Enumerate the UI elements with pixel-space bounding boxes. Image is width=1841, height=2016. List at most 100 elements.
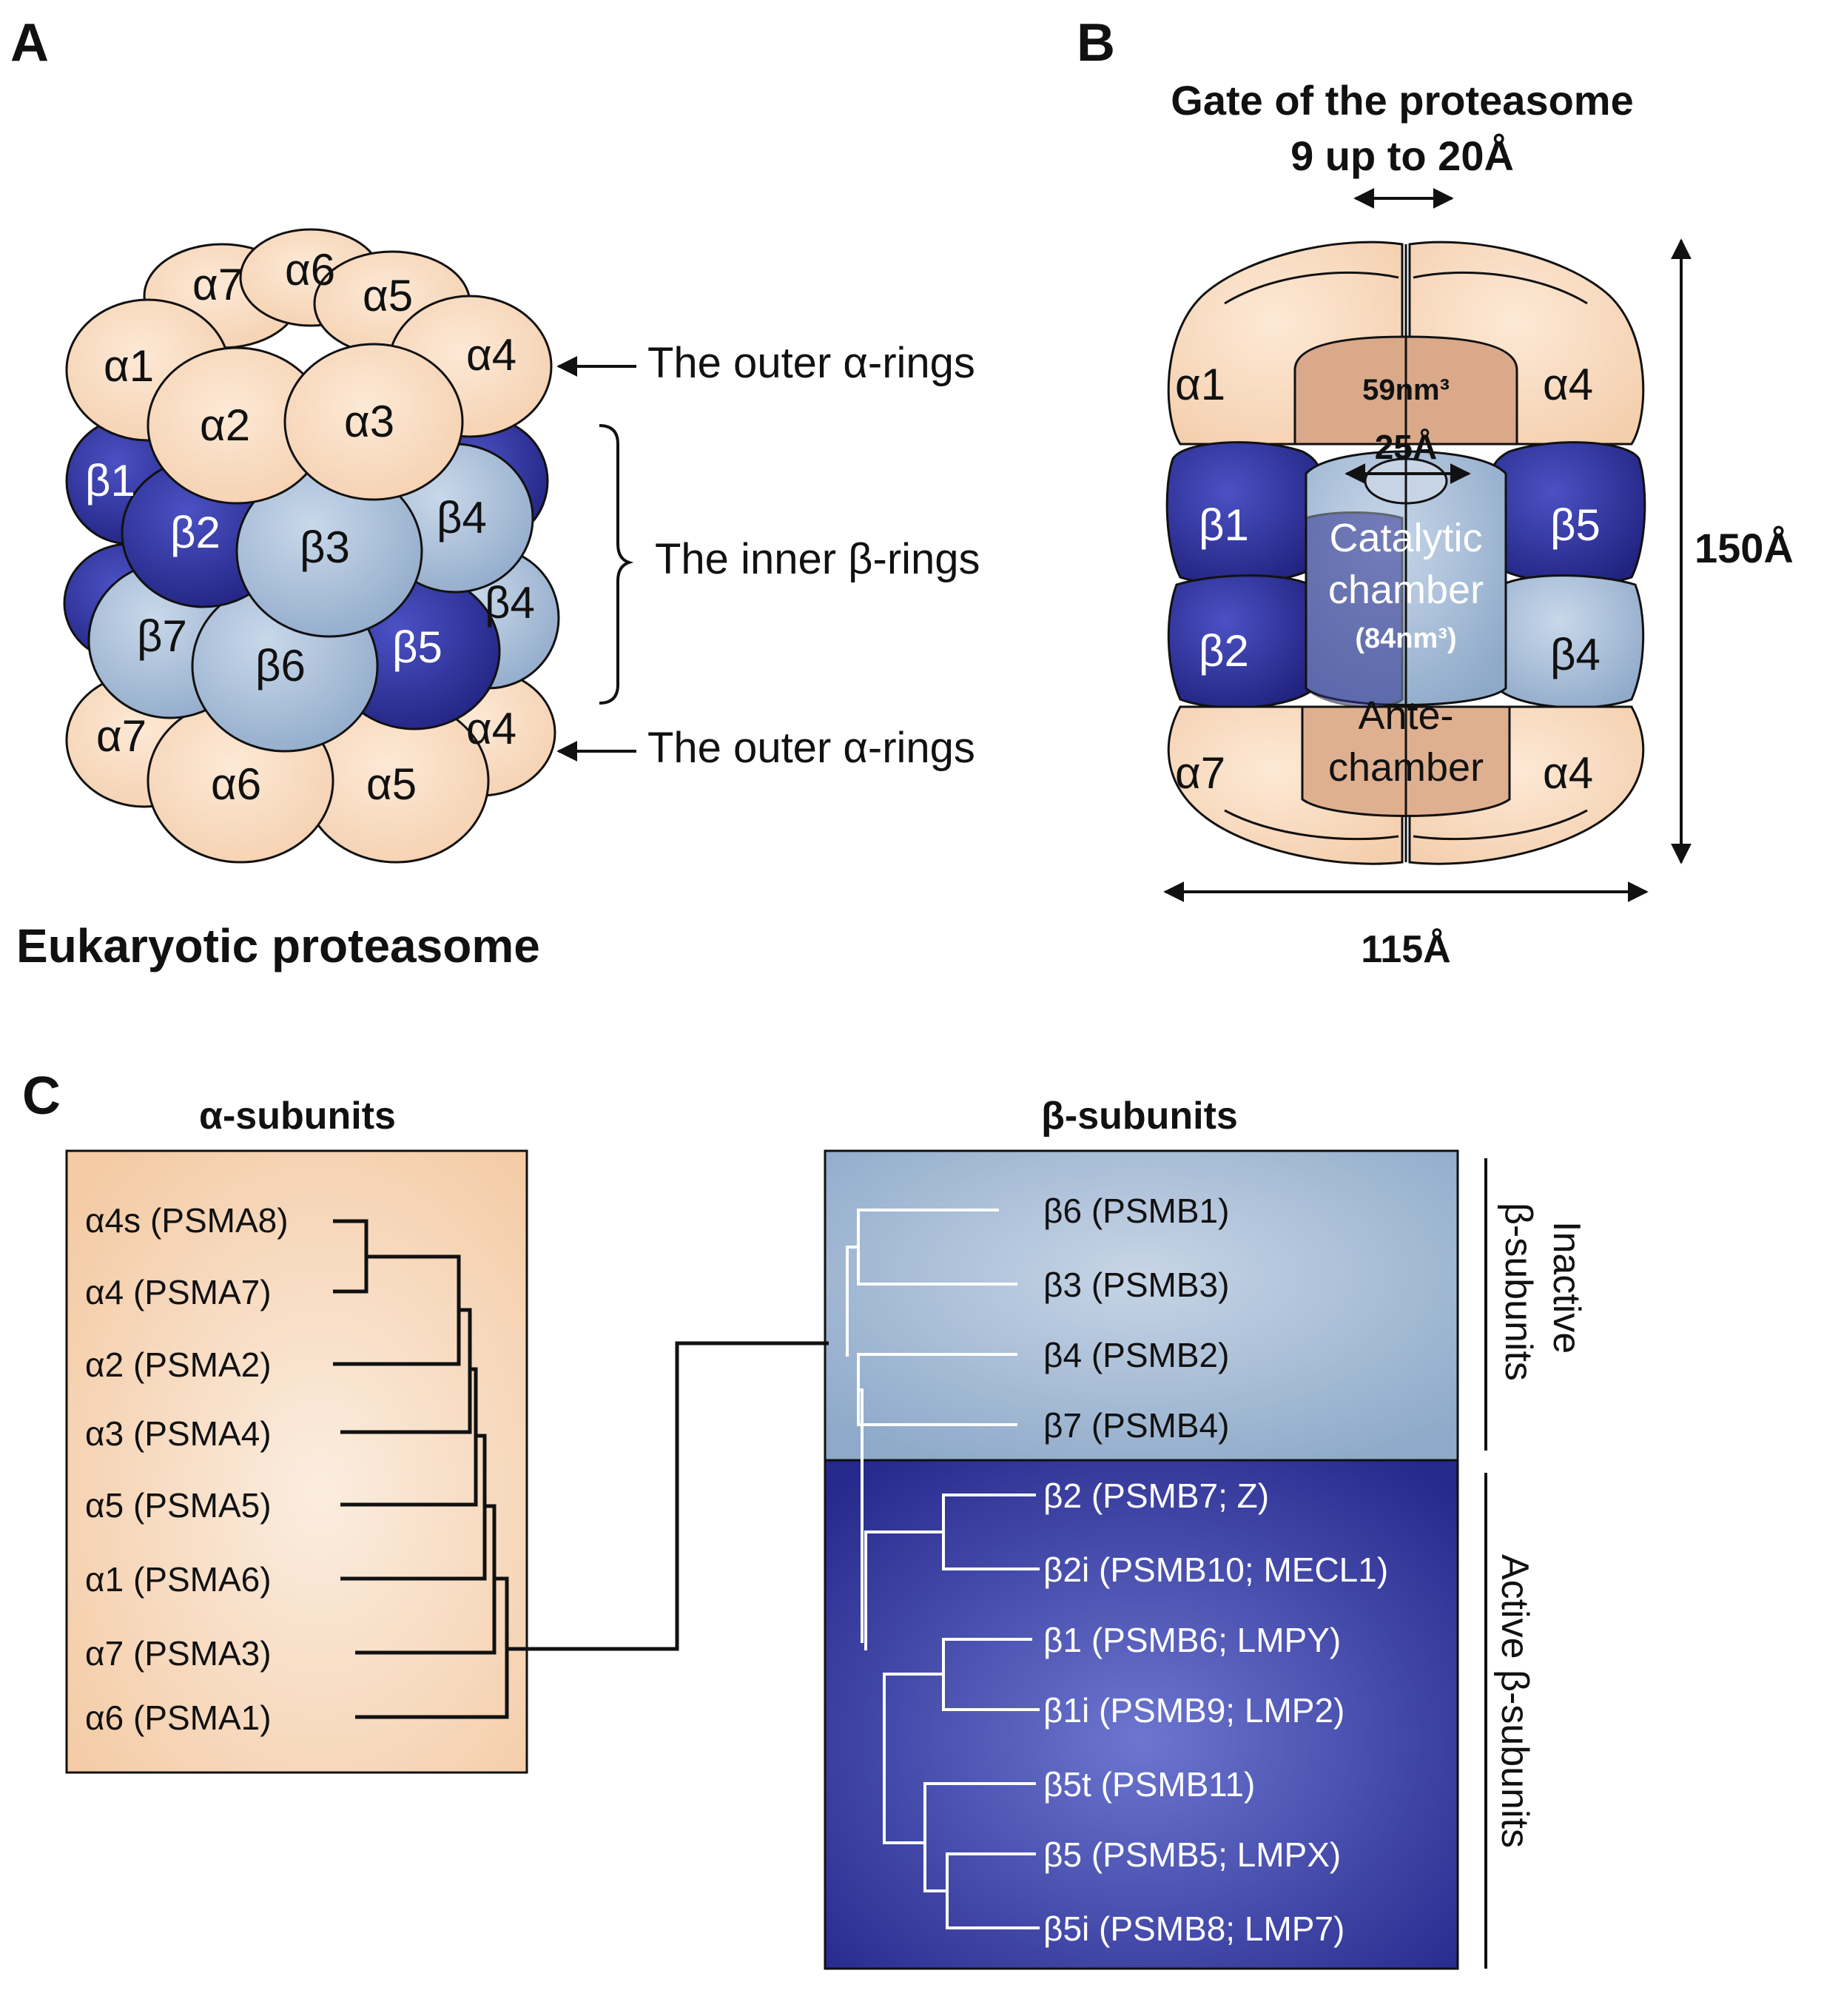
b-antechamber-volume: 59nm³: [1362, 374, 1450, 406]
beta-subunits-title: β-subunits: [1041, 1095, 1238, 1138]
b-catalytic-shade: [1305, 511, 1404, 708]
b-antechamber-line2: chamber: [1328, 745, 1484, 790]
alpha-item-7: α7 (PSMA3): [85, 1634, 272, 1673]
caption-eukaryotic-proteasome: Eukaryotic proteasome: [16, 919, 540, 972]
beta-active-item-4: β1i (PSMB9; LMP2): [1043, 1691, 1344, 1730]
label-alpha4-top: α4: [466, 330, 516, 380]
beta-active-item-7: β5i (PSMB8; LMP7): [1043, 1909, 1344, 1948]
panel-c: C α-subunits β-subunits: [22, 1066, 1588, 1970]
beta-active-item-1: β2 (PSMB7; Z): [1043, 1476, 1269, 1515]
b-label-alpha4-top: α4: [1543, 360, 1593, 409]
beta-inactive-dendrogram: [846, 1209, 1017, 1643]
label-beta2: β2: [170, 508, 221, 557]
b-beta-rings: [1165, 441, 1646, 710]
b-catalytic-volume: (84nm³): [1355, 623, 1456, 654]
panel-c-letter: C: [22, 1066, 61, 1126]
inactive-label-line2: β-subunits: [1497, 1203, 1540, 1381]
label-alpha2-top: α2: [200, 400, 250, 450]
beta-active-item-6: β5 (PSMB5; LMPX): [1043, 1835, 1341, 1874]
alpha-item-1: α4s (PSMA8): [85, 1201, 289, 1240]
b-label-alpha4-bottom: α4: [1543, 748, 1593, 798]
label-inner-rings: The inner β-rings: [655, 535, 980, 583]
label-alpha7-top: α7: [192, 260, 243, 309]
bracket-inner-rings: [599, 424, 634, 705]
panel-b-letter: B: [1077, 13, 1115, 73]
beta-inactive-item-4: β7 (PSMB4): [1043, 1406, 1229, 1445]
b-alpha-top: [1167, 241, 1645, 446]
b-label-beta5: β5: [1550, 500, 1601, 550]
b-label-alpha1: α1: [1175, 360, 1225, 409]
panel-a: A: [10, 13, 980, 972]
inactive-label-line1: Inactive: [1545, 1221, 1588, 1354]
beta-branch-inactive-root: [846, 1246, 858, 1357]
active-label: Active β-subunits: [1493, 1554, 1536, 1848]
subunit-alpha3-top: [283, 343, 464, 501]
alpha-subunits-box: [65, 1149, 528, 1774]
b-label-beta4: β4: [1550, 630, 1601, 679]
beta-branch-join: [858, 1388, 864, 1643]
gate-title: Gate of the proteasome: [1171, 77, 1633, 124]
b-label-alpha7: α7: [1175, 748, 1225, 798]
b-label-beta1: β1: [1199, 500, 1249, 550]
b-alpha-bottom-fold-left: [1224, 809, 1399, 841]
beta-branch-b5-root: [923, 1850, 947, 1892]
alpha-dendrogram: [333, 1219, 829, 1719]
label-outer-rings-bottom: The outer α-rings: [647, 724, 975, 772]
alpha-ring-top: [65, 228, 553, 505]
b-width-label: 115Å: [1361, 928, 1450, 971]
label-alpha4-bottom: α4: [466, 704, 516, 753]
beta-branch-b2-root: [864, 1531, 943, 1650]
b-height-label: 150Å: [1694, 525, 1794, 571]
beta-inactive-item-3: β4 (PSMB2): [1043, 1336, 1229, 1374]
beta-inactive-item-2: β3 (PSMB3): [1043, 1266, 1229, 1304]
alpha-item-6: α1 (PSMA6): [85, 1560, 272, 1599]
alpha-item-5: α5 (PSMA5): [85, 1486, 272, 1525]
beta-inactive-labels: β6 (PSMB1) β3 (PSMB3) β4 (PSMB2) β7 (PSM…: [1043, 1192, 1229, 1445]
label-alpha6-bottom: α6: [211, 759, 261, 809]
beta-inactive-item-1: β6 (PSMB1): [1043, 1192, 1229, 1230]
b-alpha-bottom: [1167, 705, 1645, 865]
b-alpha-top-fold-right: [1413, 271, 1588, 305]
b-alpha-top-fold-left: [1224, 271, 1399, 305]
inactive-beta-box: [824, 1149, 1459, 1462]
b-label-beta2: β2: [1199, 626, 1249, 676]
beta-active-item-3: β1 (PSMB6; LMPY): [1043, 1621, 1341, 1659]
label-alpha5-top: α5: [363, 271, 413, 320]
label-alpha6-top: α6: [285, 245, 335, 295]
b-catalytic-line1: Catalytic: [1329, 516, 1482, 560]
label-beta1: β1: [85, 456, 135, 505]
alpha-beta-connector: [507, 1341, 829, 1651]
label-alpha7-bottom: α7: [96, 711, 147, 761]
label-beta4-upper: β4: [437, 493, 487, 542]
label-beta4-lower: β4: [485, 578, 535, 628]
beta-active-item-5: β5t (PSMB11): [1043, 1765, 1255, 1804]
alpha-item-8: α6 (PSMA1): [85, 1699, 272, 1737]
alpha-item-3: α2 (PSMA2): [85, 1345, 272, 1384]
label-beta7: β7: [137, 611, 187, 661]
active-beta-box: [824, 1459, 1459, 1970]
beta-branch-b5t: [923, 1782, 1036, 1865]
label-alpha1-top: α1: [104, 341, 154, 391]
label-beta5: β5: [392, 622, 442, 672]
beta-branch-b1-root: [883, 1673, 943, 1844]
beta-active-item-2: β2i (PSMB10; MECL1): [1043, 1550, 1388, 1589]
label-beta6: β6: [255, 641, 306, 691]
panel-a-letter: A: [10, 13, 49, 73]
b-pore-size: 25Å: [1375, 428, 1437, 466]
alpha-item-4: α3 (PSMA4): [85, 1414, 272, 1453]
label-outer-rings-top: The outer α-rings: [647, 339, 975, 387]
beta-active-dendrogram: [864, 1493, 1040, 1929]
beta-active-labels: β2 (PSMB7; Z) β2i (PSMB10; MECL1) β1 (PS…: [1043, 1476, 1388, 1948]
b-catalytic-line2: chamber: [1328, 568, 1484, 612]
label-alpha5-bottom: α5: [366, 759, 417, 809]
alpha-subunit-labels: α4s (PSMA8) α4 (PSMA7) α2 (PSMA2) α3 (PS…: [85, 1201, 289, 1737]
panel-a-subunit-labels: α7 α6 α5 α1 α4 α2 α3 β1 β2 β3 β4 β4 β7 β…: [85, 245, 535, 809]
panel-b: B Gate of the proteasome 9 up to 20Å: [1077, 13, 1794, 971]
b-antechamber-line1: Ante-: [1358, 693, 1453, 738]
label-beta3: β3: [300, 523, 350, 572]
label-alpha3-top: α3: [344, 397, 394, 446]
alpha-subunits-title: α-subunits: [199, 1095, 396, 1138]
b-alpha-bottom-fold-right: [1413, 809, 1588, 841]
alpha-item-2: α4 (PSMA7): [85, 1273, 272, 1311]
